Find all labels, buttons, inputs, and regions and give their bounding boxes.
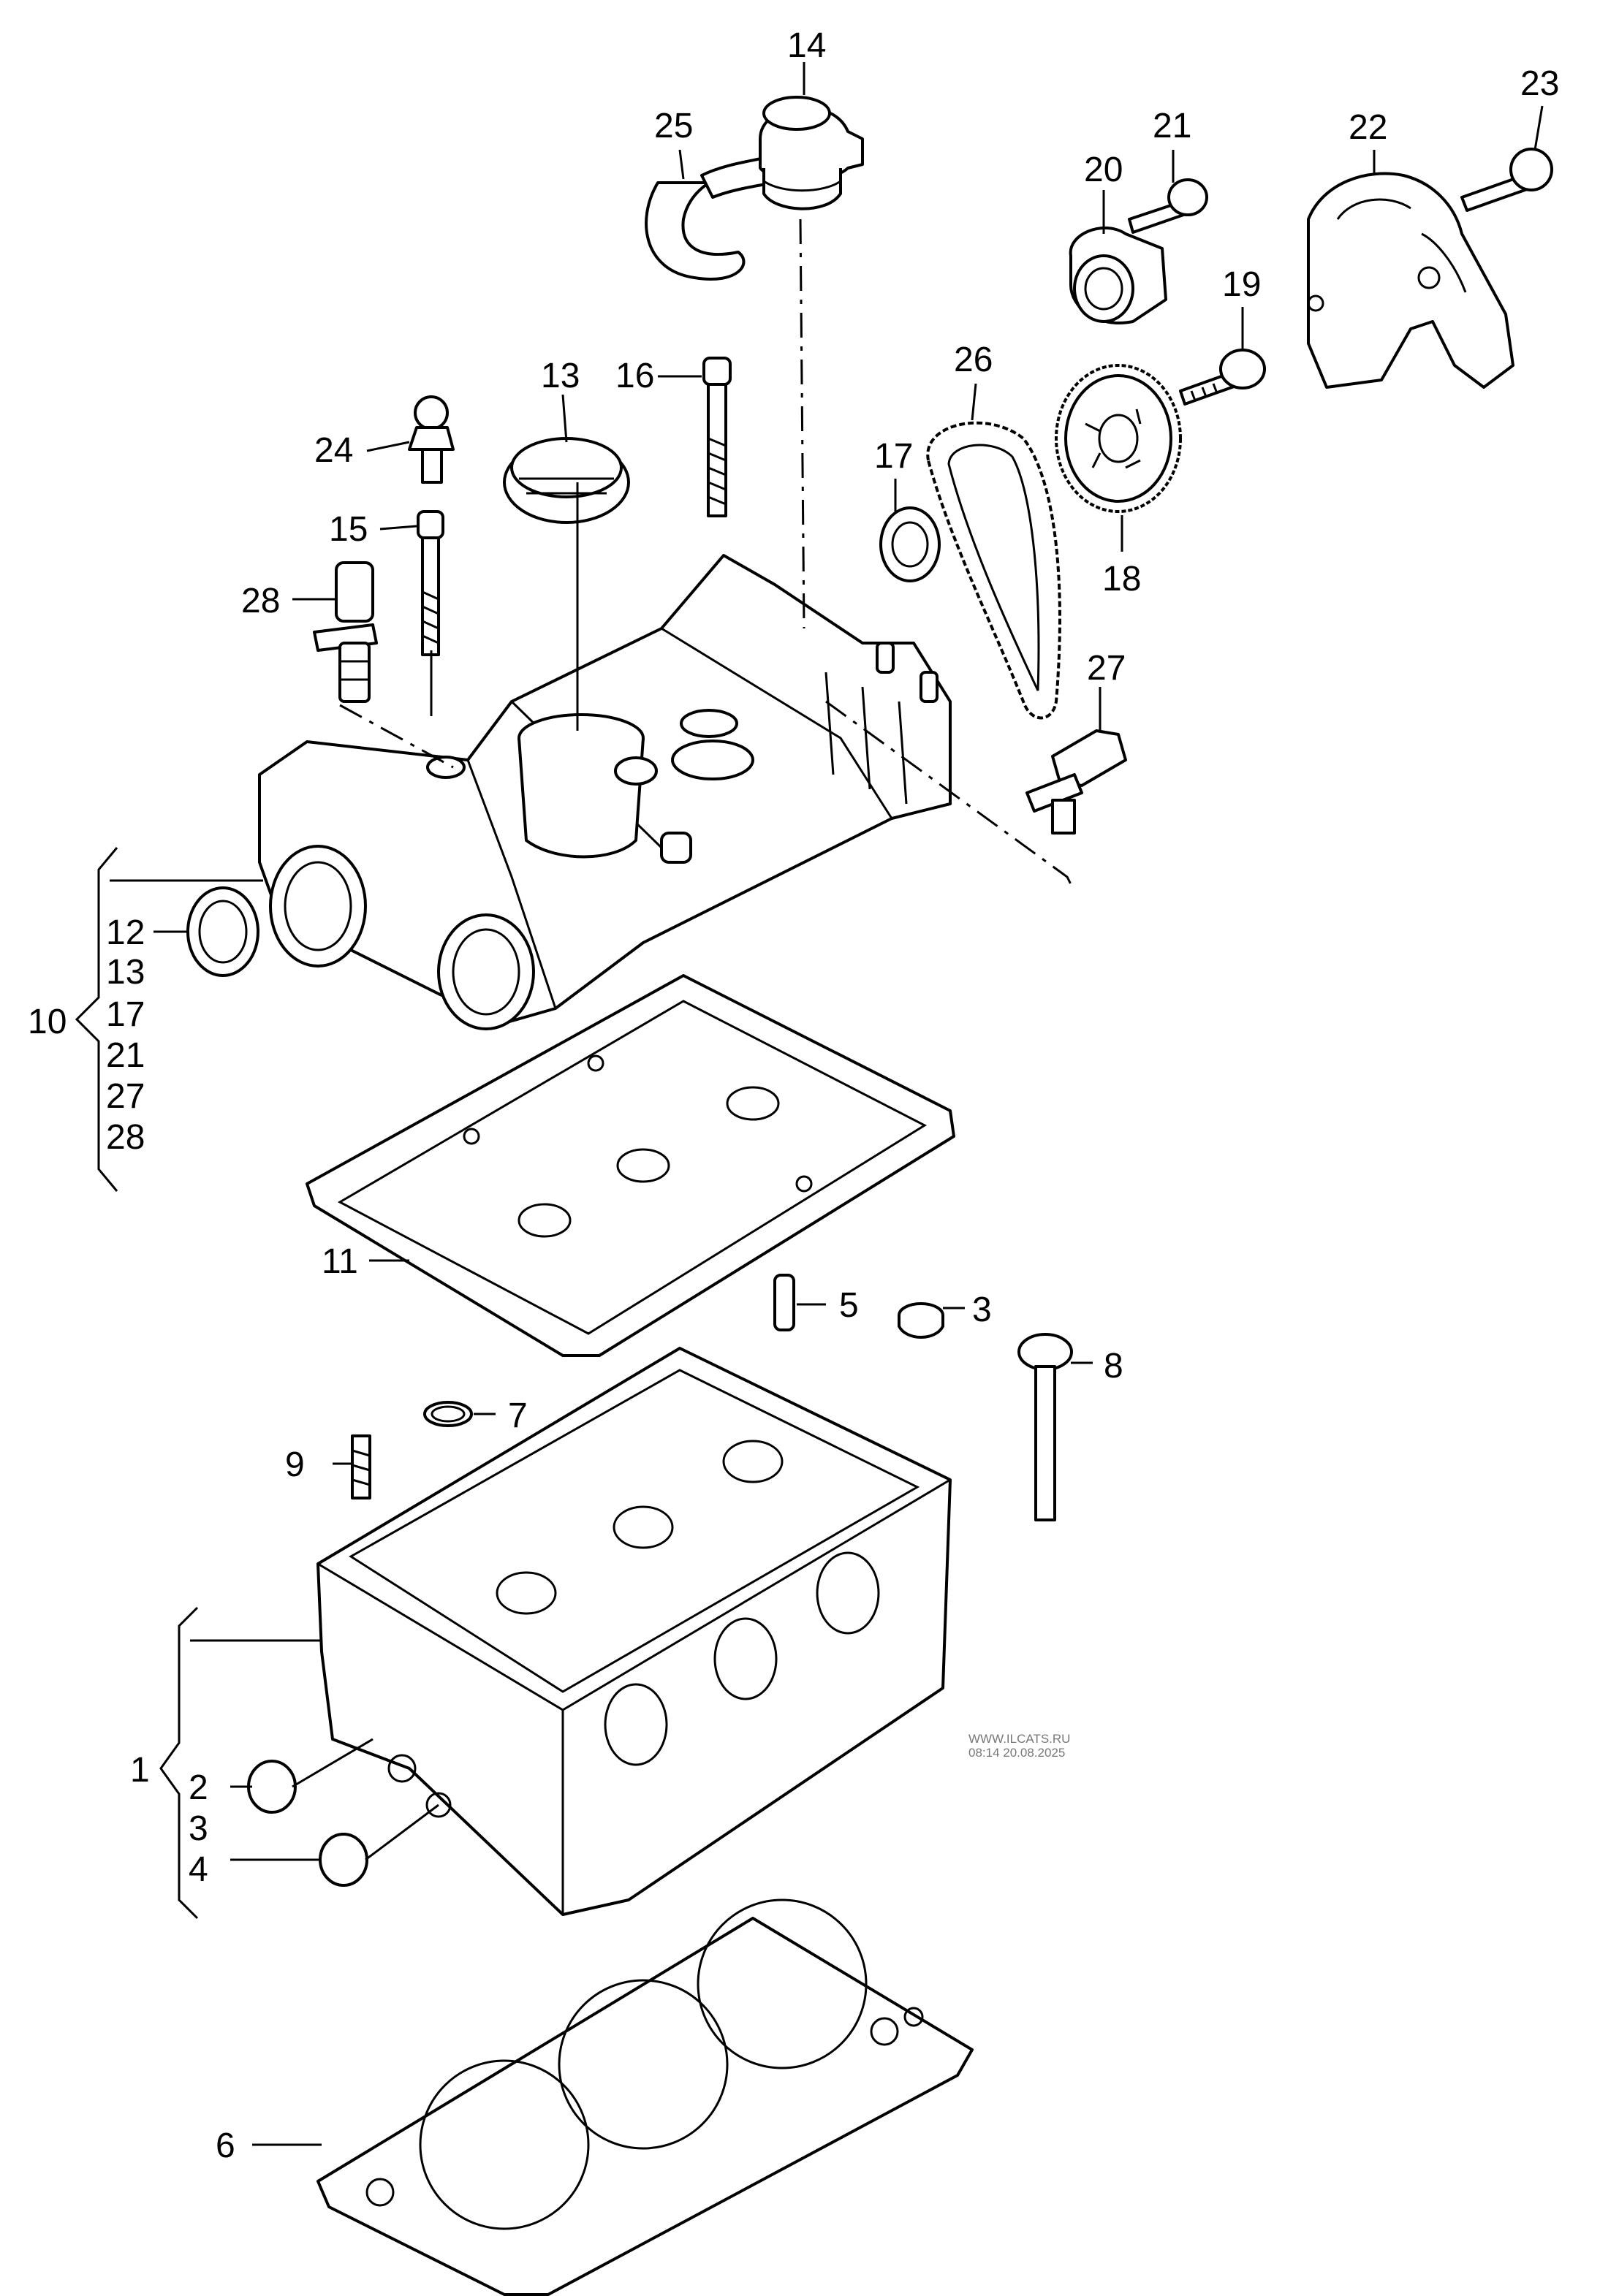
timing-belt-part-26[interactable]: [926, 421, 1061, 720]
solenoid-valve-part-28[interactable]: [313, 561, 378, 703]
callout-1: 1: [130, 1751, 150, 1790]
timing-cover-part-22[interactable]: [1307, 172, 1514, 389]
callout-4: 4: [189, 1850, 208, 1889]
sealing-plug-part-2[interactable]: [247, 1760, 297, 1814]
hall-sensor-part-27[interactable]: [1025, 729, 1127, 835]
callout-8: 8: [1104, 1347, 1123, 1385]
callout-5: 5: [839, 1286, 859, 1325]
alignment-lines: [339, 218, 1072, 885]
callout-6: 6: [216, 2126, 235, 2165]
callout-21: 21: [1153, 107, 1191, 145]
callout-labels: 14 25 21 20 22 23 19 26 16 13 24 17 15 2…: [28, 26, 1559, 2165]
callout-15: 15: [329, 510, 368, 549]
oil-separator-part-14[interactable]: [759, 96, 864, 210]
head-bolt-part-8[interactable]: [1017, 1333, 1073, 1521]
callout-26: 26: [954, 341, 993, 379]
sealing-plug-part-3[interactable]: [898, 1302, 944, 1339]
watermark-site: WWW.ILCATS.RU: [968, 1732, 1070, 1746]
oil-filler-cap-part-13[interactable]: [503, 437, 630, 524]
callout-22: 22: [1349, 108, 1387, 147]
callout-23: 23: [1520, 64, 1559, 103]
group-braces: [75, 847, 199, 1920]
dowel-pin-part-5[interactable]: [773, 1274, 795, 1331]
callout-13-group: 13: [106, 953, 145, 992]
callout-28-group: 28: [106, 1118, 145, 1157]
ball-stud-part-24[interactable]: [408, 395, 455, 484]
flange-part-20[interactable]: [1069, 226, 1167, 324]
bolt-part-21[interactable]: [1128, 178, 1208, 234]
callout-17-group: 17: [106, 995, 145, 1034]
callout-20: 20: [1084, 151, 1123, 189]
bolt-part-15[interactable]: [417, 510, 444, 656]
valve-stem-seal-part-7[interactable]: [423, 1401, 473, 1427]
cylinder-head-cover-part-10[interactable]: [258, 554, 952, 1030]
callout-17: 17: [874, 437, 913, 476]
callout-24: 24: [314, 431, 353, 470]
cylinder-head-part-1[interactable]: [316, 1347, 952, 1916]
callout-25: 25: [654, 107, 693, 145]
callout-3: 3: [972, 1290, 992, 1329]
watermark: WWW.ILCATS.RU 08:14 20.08.2025: [968, 1732, 1070, 1760]
oil-seal-part-12[interactable]: [186, 886, 259, 977]
callout-14: 14: [787, 26, 826, 65]
callout-16: 16: [615, 357, 654, 395]
callout-18: 18: [1102, 560, 1141, 598]
watermark-timestamp: 08:14 20.08.2025: [968, 1746, 1065, 1760]
camshaft-gear-part-18[interactable]: [1055, 364, 1182, 513]
callout-9: 9: [285, 1445, 305, 1484]
callout-28: 28: [241, 582, 280, 620]
callout-19: 19: [1222, 265, 1261, 304]
callout-7: 7: [508, 1396, 528, 1435]
bolt-part-19[interactable]: [1179, 349, 1266, 406]
head-gasket-part-6[interactable]: [316, 1898, 974, 2296]
breather-hose-part-25[interactable]: [645, 156, 776, 281]
callout-10: 10: [28, 1003, 67, 1041]
bolt-part-23[interactable]: [1460, 148, 1553, 212]
callout-13: 13: [541, 357, 580, 395]
callout-27-group: 27: [106, 1077, 145, 1116]
bolt-part-16[interactable]: [702, 357, 732, 517]
callout-12: 12: [106, 913, 145, 952]
callout-11: 11: [322, 1242, 358, 1281]
callout-21-group: 21: [106, 1036, 145, 1075]
sealing-plug-part-4[interactable]: [319, 1833, 368, 1887]
callout-27: 27: [1087, 649, 1126, 688]
stud-part-9[interactable]: [351, 1434, 371, 1499]
callout-2: 2: [189, 1768, 208, 1807]
oil-seal-part-17[interactable]: [879, 506, 941, 582]
cover-gasket-part-11[interactable]: [306, 974, 955, 1357]
leader-lines: [110, 62, 1544, 2146]
callout-3-group: 3: [189, 1809, 208, 1848]
